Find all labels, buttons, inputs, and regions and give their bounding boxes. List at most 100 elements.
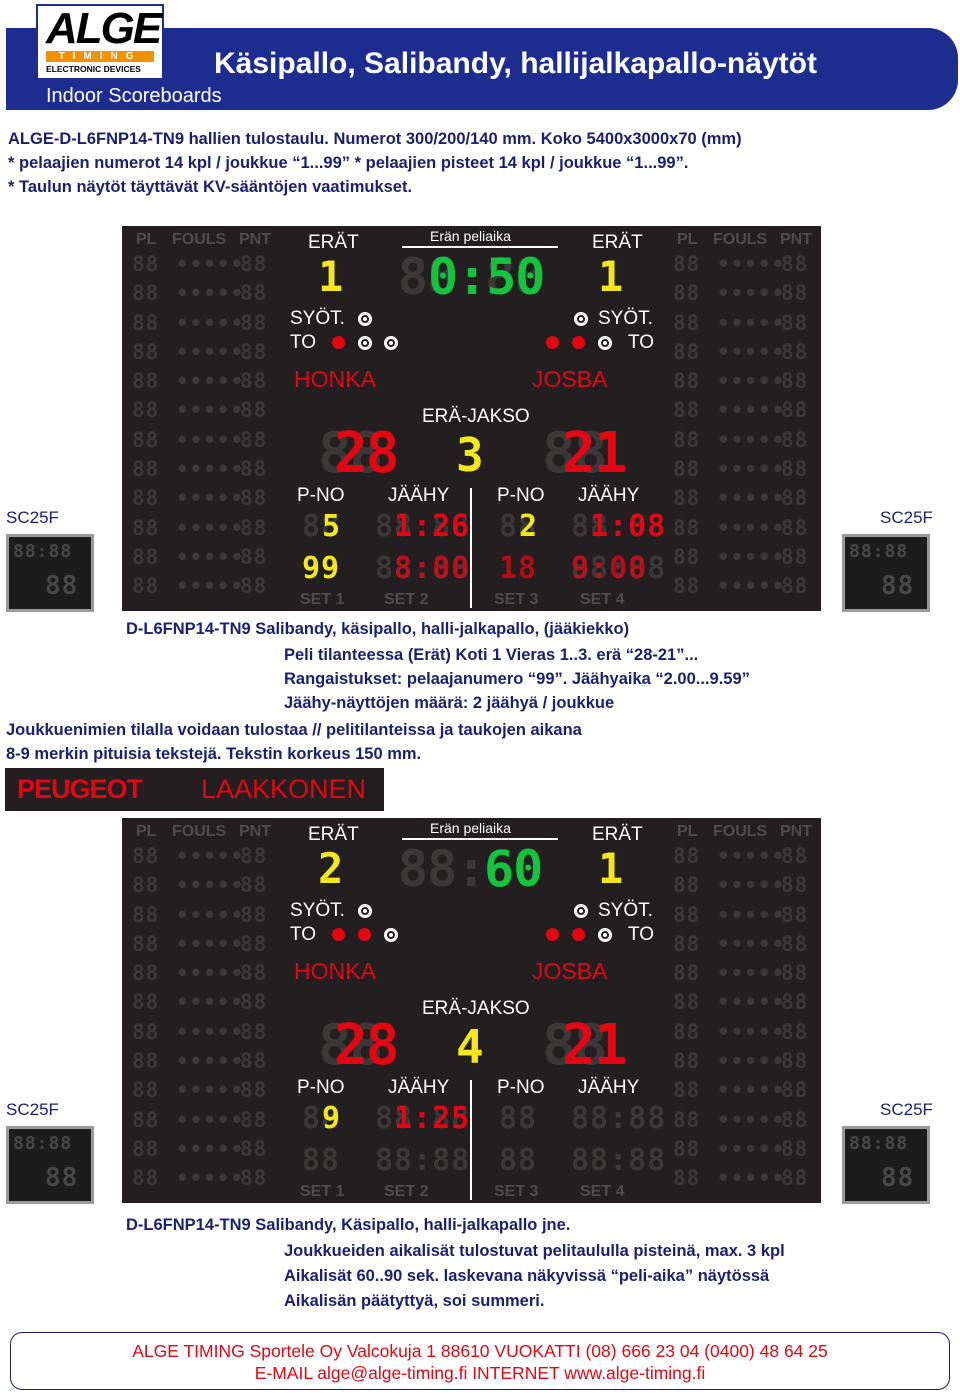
left-pnt-row: 88 xyxy=(240,1049,268,1074)
left-pl-row: 88 xyxy=(132,1019,160,1044)
home-score-value: 28 xyxy=(334,1013,399,1078)
right-pl-row: 88 xyxy=(673,398,701,423)
left-pnt-row: 88 xyxy=(240,873,268,898)
away-pen-1: 1:08 xyxy=(590,509,667,544)
sc25f-label-left: SC25F xyxy=(6,1100,59,1119)
to-label-home: TO xyxy=(290,332,317,353)
right-pnt-row: 88 xyxy=(781,457,809,482)
left-pnt-row: 88 xyxy=(240,457,268,482)
away-sets-value: 1 xyxy=(598,844,625,893)
right-pnt-row: 88 xyxy=(781,281,809,306)
away-pen-ghost-1: 88:88 xyxy=(571,1101,667,1136)
right-foul-dots: ••••••••••••••••••••••••••••••••••••••••… xyxy=(717,253,786,606)
left-pl-row: 88 xyxy=(132,902,160,927)
caption1-line-6: 8-9 merkin pituisia tekstejä. Tekstin ko… xyxy=(6,745,422,763)
left-pl-row: 88 xyxy=(132,544,160,569)
caption2-line-3: Aikalisät 60..90 sek. laskevana näkyviss… xyxy=(284,1267,770,1285)
left-pnt-row: 88 xyxy=(240,281,268,306)
left-pl-row: 88 xyxy=(132,339,160,364)
left-pnt-row: 88 xyxy=(240,961,268,986)
alge-logo: ALGE TIMING ELECTRONIC DEVICES xyxy=(36,4,164,80)
left-pl-row: 88 xyxy=(132,1078,160,1103)
caption2-line-4: Aikalisän päätyttyä, soi summeri. xyxy=(284,1292,545,1310)
jaahy-label-home: JÄÄHY xyxy=(388,1077,450,1098)
left-pnt-row: 88 xyxy=(240,1019,268,1044)
sc25f-unit-right: 88:88 88 xyxy=(842,534,930,612)
header-banner xyxy=(6,28,958,110)
away-timeout-dot-2 xyxy=(572,336,585,349)
right-pl-row: 88 xyxy=(673,1107,701,1132)
right-foul-row: ••••• xyxy=(717,574,786,599)
left-foul-row: ••••• xyxy=(176,398,245,423)
home-timeout-dot-1 xyxy=(332,336,345,349)
left-pnt-row: 88 xyxy=(240,902,268,927)
left-pnt-row: 88 xyxy=(240,544,268,569)
left-foul-row: ••••• xyxy=(176,369,245,394)
right-pnt-row: 88 xyxy=(781,844,809,868)
left-pl-row: 88 xyxy=(132,1107,160,1132)
team-name-strip: PEUGEOT LAAKKONEN xyxy=(5,768,384,811)
left-pnt-row: 88 xyxy=(240,339,268,364)
intro-line-2: * pelaajien numerot 14 kpl / joukkue “1.… xyxy=(8,154,689,172)
right-pnt-row: 88 xyxy=(781,961,809,986)
left-foul-row: ••••• xyxy=(176,486,245,511)
set1-label: SET 1 xyxy=(300,591,345,608)
page-subtitle: Indoor Scoreboards xyxy=(46,85,222,107)
right-pnt-row: 88 xyxy=(781,486,809,511)
intro-line-1: ALGE-D-L6FNP14-TN9 hallien tulostaulu. N… xyxy=(8,130,742,148)
home-team-name: HONKA xyxy=(294,366,376,392)
peliaika-underline xyxy=(402,246,558,248)
left-pnt-row: 88 xyxy=(240,252,268,276)
home-timeout-dot-2 xyxy=(358,928,371,941)
right-pnt-row: 88 xyxy=(781,398,809,423)
away-score-value: 21 xyxy=(562,1013,627,1078)
right-pnt-row: 88 xyxy=(781,1166,809,1191)
left-pl-row: 88 xyxy=(132,281,160,306)
right-pl-row: 88 xyxy=(673,902,701,927)
away-team-name: JOSBA xyxy=(532,366,608,392)
away-score-value: 21 xyxy=(562,421,627,486)
set3-label: SET 3 xyxy=(494,1183,539,1200)
left-pl-row: 88 xyxy=(132,990,160,1015)
pno-label-away: P-NO xyxy=(497,485,545,506)
right-foul-row: ••••• xyxy=(717,1078,786,1103)
right-foul-row: ••••• xyxy=(717,990,786,1015)
right-pnt-row: 88 xyxy=(781,1019,809,1044)
left-foul-row: ••••• xyxy=(176,544,245,569)
right-foul-row: ••••• xyxy=(717,339,786,364)
syot-label-home: SYÖT. xyxy=(290,308,345,329)
home-sets-value: 1 xyxy=(318,252,345,301)
home-pno-ghost-1: 88 xyxy=(302,1101,341,1136)
right-pl-row: 88 xyxy=(673,574,701,599)
sc25f-time-ghost: 88:88 xyxy=(13,541,73,562)
left-foul-row: ••••• xyxy=(176,339,245,364)
away-service-indicator xyxy=(574,904,588,918)
fouls-label-right: FOULS xyxy=(713,823,768,840)
home-timeout-dot-3 xyxy=(384,928,398,942)
pno-label-home: P-NO xyxy=(297,485,345,506)
footer-box xyxy=(10,1332,950,1390)
left-foul-row: ••••• xyxy=(176,515,245,540)
sc25f-digits-ghost: 88 xyxy=(881,571,915,601)
right-pnt-row: 88 xyxy=(781,252,809,276)
left-pnt-row: 88 xyxy=(240,427,268,452)
right-foul-row: ••••• xyxy=(717,931,786,956)
sc25f-unit-left: 88:88 88 xyxy=(6,1126,94,1204)
right-pnt-row: 88 xyxy=(781,574,809,599)
right-pnt-row: 88 xyxy=(781,873,809,898)
right-foul-row: ••••• xyxy=(717,873,786,898)
away-service-indicator xyxy=(574,312,588,326)
left-pl-row: 88 xyxy=(132,1166,160,1191)
right-foul-row: ••••• xyxy=(717,310,786,335)
sc25f-label-left: SC25F xyxy=(6,508,59,527)
away-pen-ghost-2: 88:88 xyxy=(571,1143,667,1178)
right-pl-row: 88 xyxy=(673,990,701,1015)
left-pl-row: 88 xyxy=(132,961,160,986)
right-foul-row: ••••• xyxy=(717,544,786,569)
erat-label-home: ERÄT xyxy=(308,824,359,845)
right-foul-row: ••••• xyxy=(717,427,786,452)
right-pl-row: 88 xyxy=(673,310,701,335)
pno-label-away: P-NO xyxy=(497,1077,545,1098)
